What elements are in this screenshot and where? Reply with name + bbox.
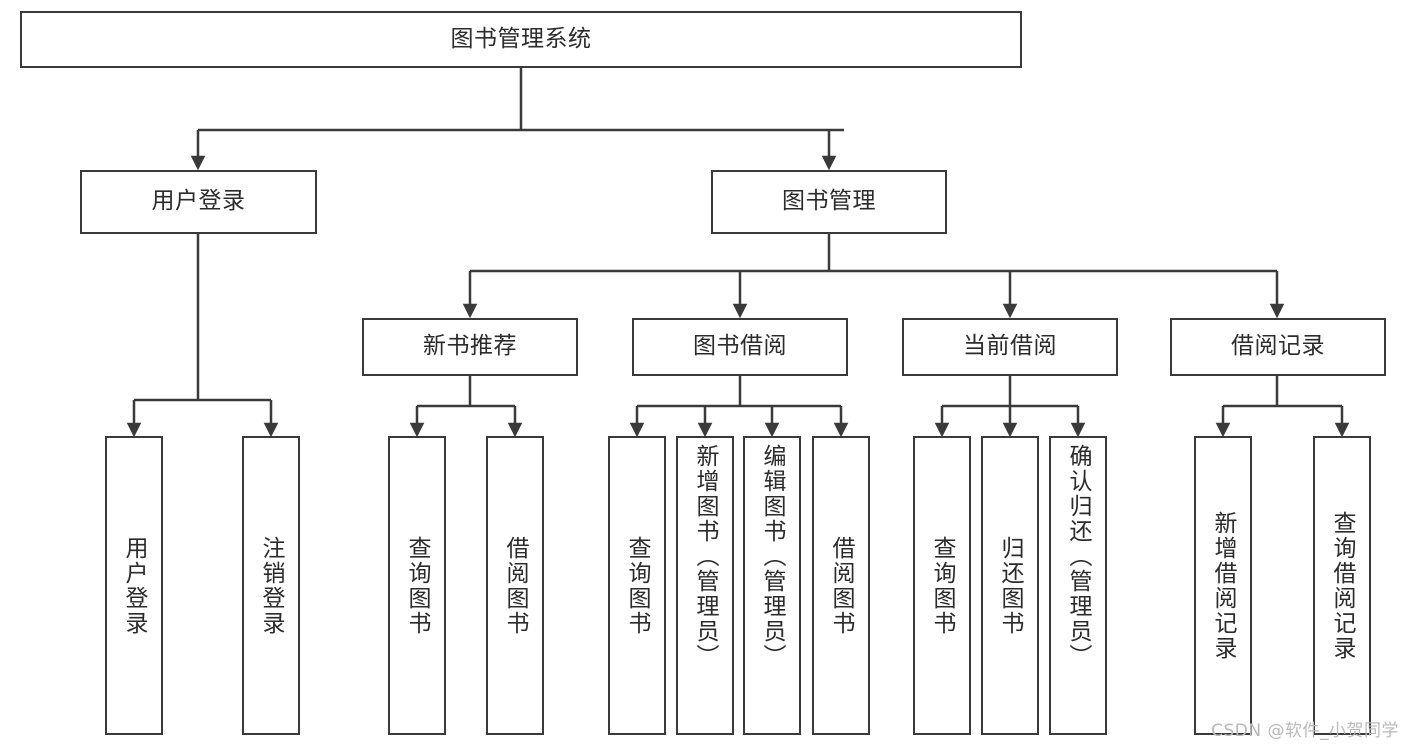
leaf-user-login-logout[interactable]: 注销登录 bbox=[242, 436, 300, 735]
leaf-borrow-borrow-book[interactable]: 借阅图书 bbox=[812, 436, 870, 735]
node-label: 当前借阅 bbox=[963, 333, 1057, 360]
node-label: 新增图书（管理员） bbox=[692, 444, 719, 669]
node-label: 编辑图书（管理员） bbox=[759, 444, 786, 669]
node-label: 查询图书 bbox=[624, 535, 651, 636]
node-book-management[interactable]: 图书管理 bbox=[711, 170, 947, 234]
node-label: 图书借阅 bbox=[693, 333, 787, 360]
node-user-login[interactable]: 用户登录 bbox=[80, 170, 317, 234]
leaf-borrow-add-book-admin[interactable]: 新增图书（管理员） bbox=[676, 436, 734, 735]
node-root-system[interactable]: 图书管理系统 bbox=[20, 11, 1022, 68]
node-label: 确认归还（管理员） bbox=[1065, 444, 1092, 669]
leaf-recommend-query-book[interactable]: 查询图书 bbox=[388, 436, 446, 735]
node-label: 查询借阅记录 bbox=[1329, 510, 1356, 661]
node-label: 借阅图书 bbox=[502, 535, 529, 636]
node-label: 注销登录 bbox=[258, 535, 285, 636]
node-new-book-recommend[interactable]: 新书推荐 bbox=[362, 318, 578, 376]
node-label: 新书推荐 bbox=[423, 333, 517, 360]
node-label: 查询图书 bbox=[929, 535, 956, 636]
leaf-record-add-record[interactable]: 新增借阅记录 bbox=[1194, 436, 1252, 735]
node-borrow-record[interactable]: 借阅记录 bbox=[1170, 318, 1386, 376]
node-label: 新增借阅记录 bbox=[1210, 510, 1237, 661]
node-label: 图书管理 bbox=[782, 188, 876, 215]
leaf-borrow-query-book[interactable]: 查询图书 bbox=[608, 436, 666, 735]
node-label: 用户登录 bbox=[121, 535, 148, 636]
node-book-borrow[interactable]: 图书借阅 bbox=[632, 318, 848, 376]
node-label: 借阅记录 bbox=[1231, 333, 1325, 360]
leaf-current-return-book[interactable]: 归还图书 bbox=[981, 436, 1039, 735]
leaf-borrow-edit-book-admin[interactable]: 编辑图书（管理员） bbox=[743, 436, 801, 735]
node-label: 查询图书 bbox=[404, 535, 431, 636]
leaf-current-query-book[interactable]: 查询图书 bbox=[913, 436, 971, 735]
leaf-record-query-record[interactable]: 查询借阅记录 bbox=[1313, 436, 1371, 735]
csdn-watermark: CSDN @软件_小贺同学 bbox=[1211, 721, 1399, 741]
leaf-current-confirm-return-admin[interactable]: 确认归还（管理员） bbox=[1049, 436, 1107, 735]
node-label: 借阅图书 bbox=[828, 535, 855, 636]
node-label: 图书管理系统 bbox=[450, 25, 592, 52]
node-label: 用户登录 bbox=[151, 188, 246, 215]
node-current-borrow[interactable]: 当前借阅 bbox=[902, 318, 1118, 376]
node-label: 归还图书 bbox=[997, 535, 1024, 636]
leaf-user-login-login[interactable]: 用户登录 bbox=[105, 436, 163, 735]
leaf-recommend-borrow-book[interactable]: 借阅图书 bbox=[486, 436, 544, 735]
